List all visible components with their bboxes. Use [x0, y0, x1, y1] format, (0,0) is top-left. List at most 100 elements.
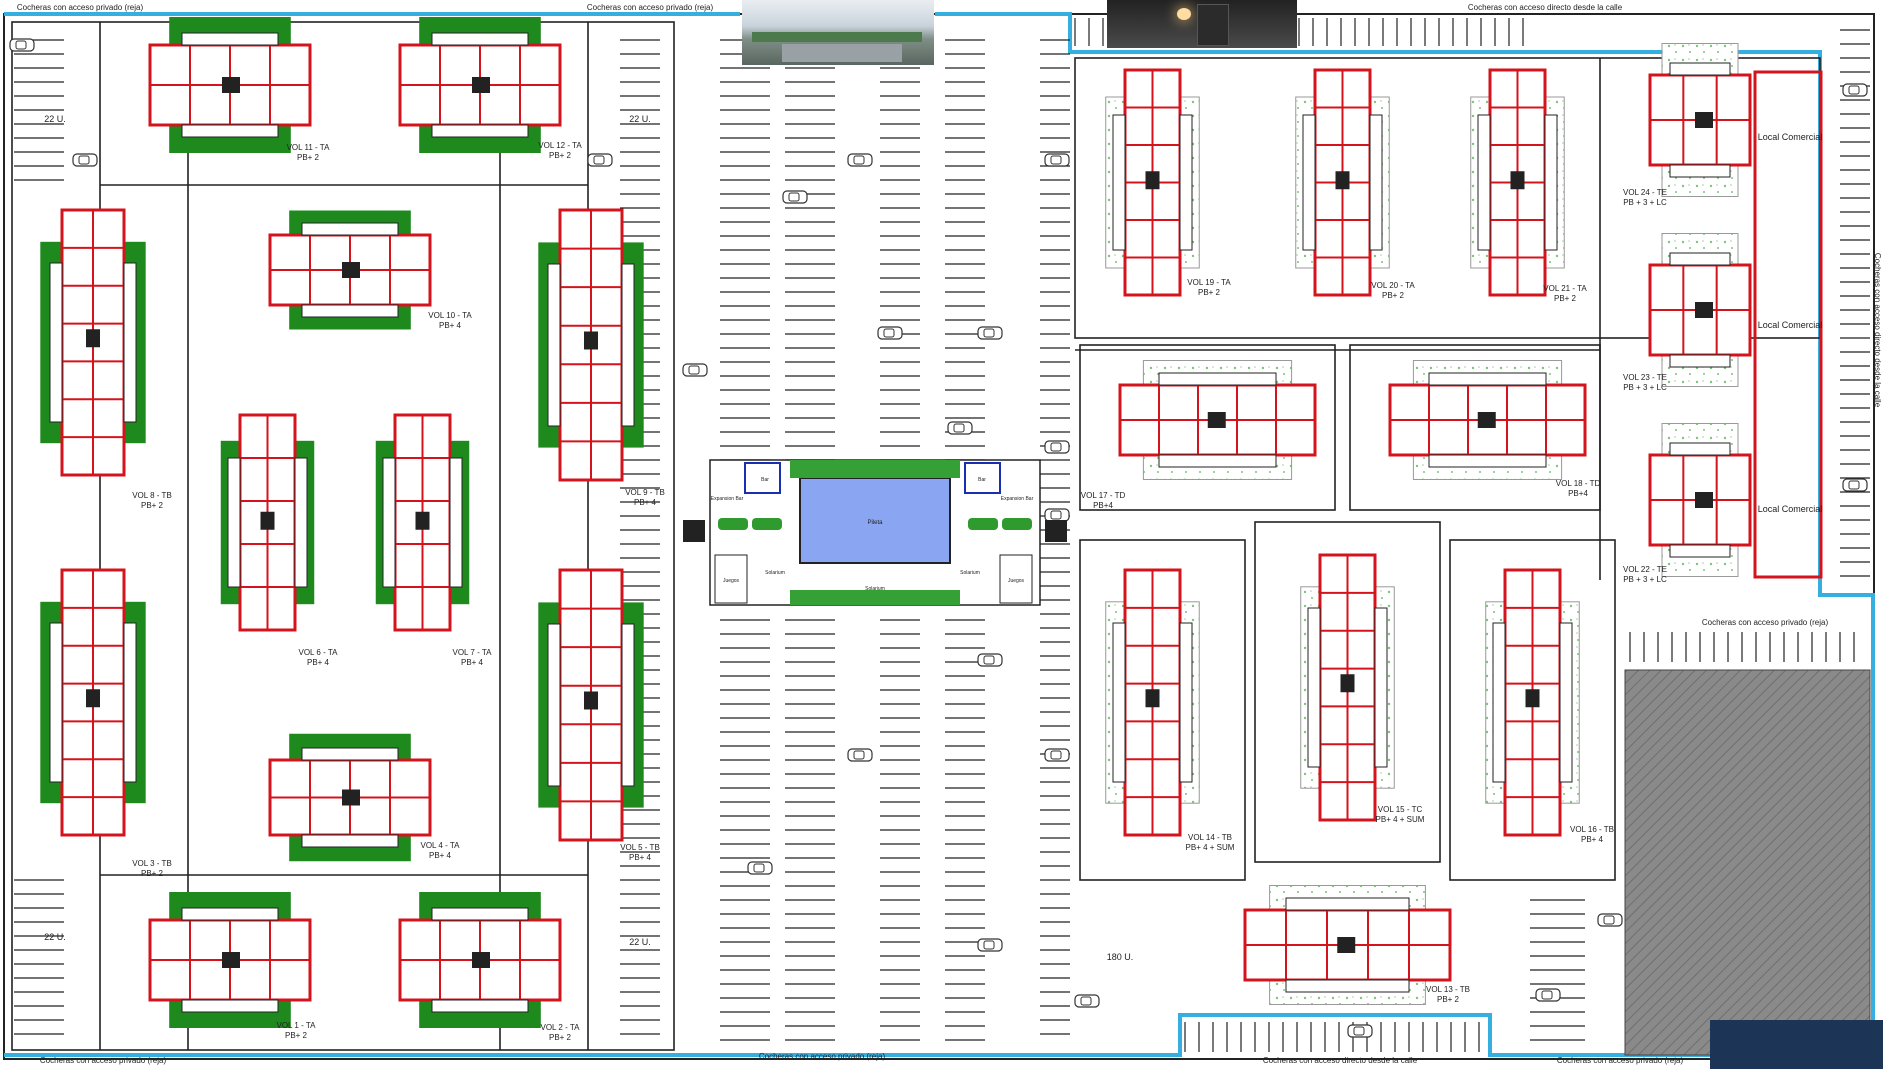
- car-icon: [72, 153, 98, 167]
- juegos-right-room: [999, 554, 1033, 604]
- building-sublabel: PB + 3 + LC: [1623, 383, 1667, 392]
- car-icon: [587, 153, 613, 167]
- local-comercial-3-label: Local Comercial: [1758, 504, 1823, 514]
- internal-roads: [11, 21, 675, 1051]
- building-label: VOL 15 - TC: [1378, 805, 1423, 814]
- corner-panel: [1710, 1020, 1883, 1069]
- car-icon: [1044, 508, 1070, 522]
- parking-count-4: 22 U.: [629, 937, 651, 947]
- edge-label-top-right: Cocheras con acceso directo desde la cal…: [1468, 3, 1623, 12]
- edge-label-right: Cocheras con acceso directo desde la cal…: [1873, 253, 1882, 408]
- building-label: VOL 24 - TE: [1623, 188, 1667, 197]
- building-label: VOL 19 - TA: [1187, 278, 1231, 287]
- stairs: [683, 520, 1067, 542]
- building-sublabel: PB+ 2: [297, 153, 320, 162]
- building-label: VOL 20 - TA: [1371, 281, 1415, 290]
- planters-right: [968, 518, 1032, 530]
- building-sublabel: PB+ 2: [1382, 291, 1405, 300]
- car-icon: [1044, 440, 1070, 454]
- pool-garden-top: [790, 460, 960, 478]
- building-sublabel: PB + 3 + LC: [1623, 575, 1667, 584]
- car-icon: [782, 190, 808, 204]
- building-label: VOL 5 - TB: [620, 843, 660, 852]
- bar-left: [744, 462, 781, 494]
- building-sublabel: PB+ 4: [629, 853, 652, 862]
- building-sublabel: PB+ 4: [634, 498, 657, 507]
- building-sublabel: PB+ 2: [549, 1033, 572, 1042]
- edge-label-bottom-left: Cocheras con acceso privado (reja): [40, 1056, 167, 1065]
- building-sublabel: PB+ 2: [549, 151, 572, 160]
- building-label: VOL 7 - TA: [453, 648, 493, 657]
- building-label: VOL 13 - TB: [1426, 985, 1470, 994]
- pool: [799, 477, 951, 564]
- car-icon: [877, 326, 903, 340]
- building-sublabel: PB+ 4: [461, 658, 484, 667]
- building-label: VOL 22 - TE: [1623, 565, 1667, 574]
- car-icon: [9, 38, 35, 52]
- building-sublabel: PB+ 4: [1581, 835, 1604, 844]
- car-icon: [747, 861, 773, 875]
- car-icon: [1347, 1024, 1373, 1038]
- car-icon: [947, 421, 973, 435]
- building-sublabel: PB+ 4: [307, 658, 330, 667]
- expansion-right-label: Expansion Bar: [1001, 496, 1034, 502]
- parking-count-1: 22 U.: [44, 114, 66, 124]
- building-label: VOL 3 - TB: [132, 859, 172, 868]
- bar-left-label: Bar: [761, 477, 769, 483]
- juegos-right-label: Juegos: [1008, 578, 1025, 584]
- parking-count-3: 22 U.: [44, 932, 66, 942]
- edge-label-inner-right: Cocheras con acceso privado (reja): [1702, 618, 1829, 627]
- parking-count-2: 22 U.: [629, 114, 651, 124]
- building-label: VOL 14 - TB: [1188, 833, 1232, 842]
- car-icon: [977, 938, 1003, 952]
- building-sublabel: PB+ 2: [141, 501, 164, 510]
- car-icon: [977, 326, 1003, 340]
- amenity-center: Pileta Bar Bar Expansion Bar Expansion B…: [683, 459, 1067, 606]
- car-icon: [1044, 153, 1070, 167]
- building-sublabel: PB+ 2: [1437, 995, 1460, 1004]
- car-icon: [977, 653, 1003, 667]
- building-label: VOL 9 - TB: [625, 488, 665, 497]
- edge-label-bottom-center: Cocheras con acceso privado (reja): [759, 1052, 886, 1061]
- render-photo-plaza: [742, 0, 934, 65]
- parking-count-5: 180 U.: [1107, 952, 1134, 962]
- edge-label-top-left: Cocheras con acceso privado (reja): [17, 3, 144, 12]
- building-sublabel: PB + 3 + LC: [1623, 198, 1667, 207]
- local-comercial-2-label: Local Comercial: [1758, 320, 1823, 330]
- bar-right: [964, 462, 1001, 494]
- boundary-line: [4, 12, 1875, 1057]
- expansion-left-label: Expansion Bar: [711, 496, 744, 502]
- comercial-block: [1753, 70, 1823, 579]
- car-icon: [1044, 748, 1070, 762]
- building-sublabel: PB+ 4: [429, 851, 452, 860]
- building-label: VOL 21 - TA: [1543, 284, 1587, 293]
- building-label: VOL 1 - TA: [277, 1021, 317, 1030]
- building-label: VOL 4 - TA: [421, 841, 461, 850]
- car-icon: [847, 153, 873, 167]
- building-label: VOL 11 - TA: [287, 143, 330, 152]
- planters-left: [718, 518, 782, 530]
- car-icon: [1842, 83, 1868, 97]
- building-sublabel: PB+ 2: [1198, 288, 1221, 297]
- render-photo-gate: [1107, 0, 1297, 48]
- building-sublabel: PB+ 4 + SUM: [1376, 815, 1425, 824]
- building-label: VOL 6 - TA: [299, 648, 339, 657]
- car-icon: [1074, 994, 1100, 1008]
- right-roads: [1074, 57, 1821, 881]
